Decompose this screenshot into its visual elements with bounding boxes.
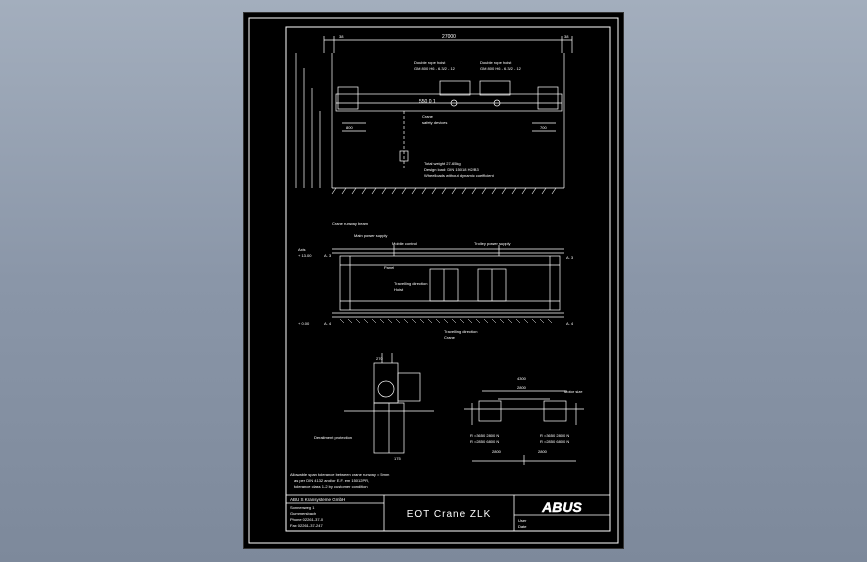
travelling-hoist-b: Hoist	[394, 287, 404, 292]
wheel-right-1: R =3650 2800 N	[540, 433, 569, 438]
crane-label-a: Crane	[422, 114, 434, 119]
trolley-power-label: Trolley power supply	[474, 241, 511, 246]
panel-label: Panel	[384, 265, 394, 270]
axis-right-bottom: A. 4	[566, 321, 574, 326]
side-dim-right: 700	[540, 125, 547, 130]
address-2: Gummersbach	[290, 511, 316, 516]
inner-dim: 2800	[517, 385, 527, 390]
side-dim-left: 800	[346, 125, 353, 130]
plan-hatch	[339, 318, 553, 324]
title-block	[285, 494, 611, 532]
travelling-hoist-a: Travelling direction	[394, 281, 427, 286]
address-1: Sonnenweg 1	[290, 505, 315, 510]
bottom-dim-1: 2800	[492, 449, 502, 454]
axis-left-label-2: A. 4	[324, 321, 332, 326]
axis-left-a: Axis	[298, 247, 306, 252]
wheel-left-1: R =3650 2800 N	[470, 433, 499, 438]
ground-hatch	[331, 187, 557, 195]
note-2: Design load: DIN 15018 H2/B3	[424, 167, 479, 172]
axis-right-top: A. 3	[566, 255, 574, 260]
cad-drawing: 27000 38 38 Double rope hoist GM 800 H6 …	[248, 17, 619, 544]
main-power-label: Main power supply	[354, 233, 387, 238]
motor-label: Motor size	[564, 389, 583, 394]
abus-logo: ABUS	[541, 499, 582, 515]
axis-left-bottom: + 0.00	[298, 321, 310, 326]
note-1: Total weight 27-65kg	[424, 161, 461, 166]
drawing-title: EOT Crane ZLK	[407, 509, 492, 520]
span-dimension: 27000	[442, 34, 456, 40]
hoist1-label-b: GM 800 H6 - 6.3/2 - 12	[414, 66, 456, 71]
address-3: Phone 02261-37-0	[290, 517, 324, 522]
date-label: Date	[518, 524, 527, 529]
travelling-crane-a: Travelling direction	[444, 329, 477, 334]
detail-left	[344, 353, 434, 454]
span-dim: 4300	[517, 376, 527, 381]
address-4: Fax 02261-37-247	[290, 523, 323, 528]
company-line: ABU S Kransysteme GmbH	[290, 497, 345, 502]
footnote-3: tolerance class 1-2 by customer conditio…	[294, 484, 368, 489]
detail-right	[464, 390, 584, 465]
small-dim-1: 270	[376, 356, 383, 361]
right-offset: 38	[564, 34, 569, 39]
footnote-2: as per DIN 4132 and/or E.F. em 15012PR,	[294, 478, 369, 483]
crane-label-b: safety devices	[422, 120, 447, 125]
note-3: Wheelloads without dynamic coefficient	[424, 173, 495, 178]
travelling-crane-b: Crane	[444, 335, 456, 340]
mobile-control-label: Mobile control	[392, 241, 417, 246]
hoist2-label-a: Double rope hoist	[480, 60, 512, 65]
hoist2-label-b: GM 800 H6 - 6.3/2 - 12	[480, 66, 522, 71]
axis-left-b: + 13.00	[298, 253, 312, 258]
wheel-left-2: R =2850 6800 N	[470, 439, 499, 444]
girder-label: 550 0 1	[419, 99, 436, 105]
bottom-dim-2: 2800	[538, 449, 548, 454]
left-offset: 38	[339, 34, 344, 39]
wheel-right-2: R =2850 6800 N	[540, 439, 569, 444]
axis-left-label-1: A. 3	[324, 253, 332, 258]
drawing-sheet: 27000 38 38 Double rope hoist GM 800 H6 …	[243, 12, 624, 549]
runway-label: Crane runway beam	[332, 221, 369, 226]
elevation-view	[295, 36, 573, 189]
hoist1-label-a: Double rope hoist	[414, 60, 446, 65]
small-dim-2: 175	[394, 456, 401, 461]
footnote-1: Allowable span tolerance between crane r…	[290, 472, 390, 477]
user-label: User	[518, 518, 527, 523]
buffer-label: Derailment protection	[314, 435, 352, 440]
plan-view	[332, 245, 564, 318]
